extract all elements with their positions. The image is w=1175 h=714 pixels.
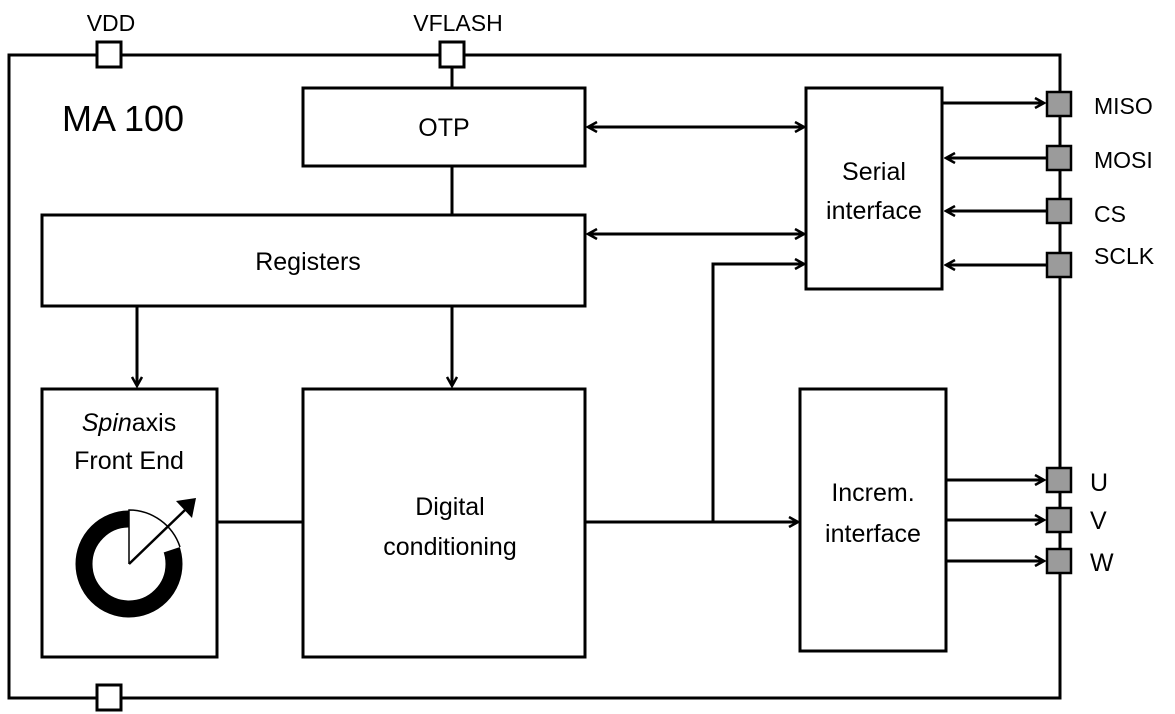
- vflash-pin-label: VFLASH: [413, 10, 502, 36]
- digital-to-serial-arrow: [711, 264, 804, 522]
- v-label: V: [1090, 507, 1107, 535]
- u-pin: [1045, 466, 1073, 494]
- front-end-regular: axis: [132, 409, 176, 437]
- increm-interface-block: [798, 387, 948, 653]
- w-pin: [1045, 547, 1073, 575]
- increm-interface-label-line2: interface: [825, 520, 921, 548]
- front-end-label-line1: Spinaxis: [82, 409, 177, 437]
- otp-label: OTP: [418, 114, 469, 142]
- sclk-label: SCLK: [1094, 243, 1155, 269]
- cs-label: CS: [1094, 201, 1126, 227]
- chip-name: MA 100: [62, 98, 184, 139]
- sclk-pin: [1045, 251, 1073, 279]
- miso-label: MISO: [1094, 93, 1153, 119]
- magnetic-sensor-icon: [75, 498, 196, 618]
- vdd-pin-label: VDD: [87, 10, 136, 36]
- front-end-label-line2: Front End: [74, 447, 184, 475]
- miso-pin: [1045, 90, 1073, 118]
- front-end-italic: Spin: [82, 409, 132, 437]
- serial-interface-label-line2: interface: [826, 197, 922, 225]
- v-pin: [1045, 506, 1073, 534]
- registers-block: [40, 213, 587, 308]
- chip-outline: [7, 53, 1062, 700]
- serial-interface-block: [804, 86, 944, 291]
- cs-pin: [1045, 197, 1073, 225]
- digital-conditioning-block: [301, 387, 587, 659]
- registers-label: Registers: [255, 248, 361, 276]
- mosi-label: MOSI: [1094, 147, 1153, 173]
- w-label: W: [1090, 549, 1114, 577]
- ground-pin: [95, 683, 123, 712]
- vflash-pin: [438, 40, 466, 69]
- serial-interface-label-line1: Serial: [842, 158, 906, 186]
- mosi-pin: [1045, 144, 1073, 172]
- vdd-pin: [95, 40, 123, 69]
- u-label: U: [1090, 469, 1108, 497]
- digital-conditioning-label-line1: Digital: [415, 493, 484, 521]
- digital-conditioning-label-line2: conditioning: [383, 533, 516, 561]
- increm-interface-label-line1: Increm.: [831, 479, 914, 507]
- otp-block: [301, 86, 587, 168]
